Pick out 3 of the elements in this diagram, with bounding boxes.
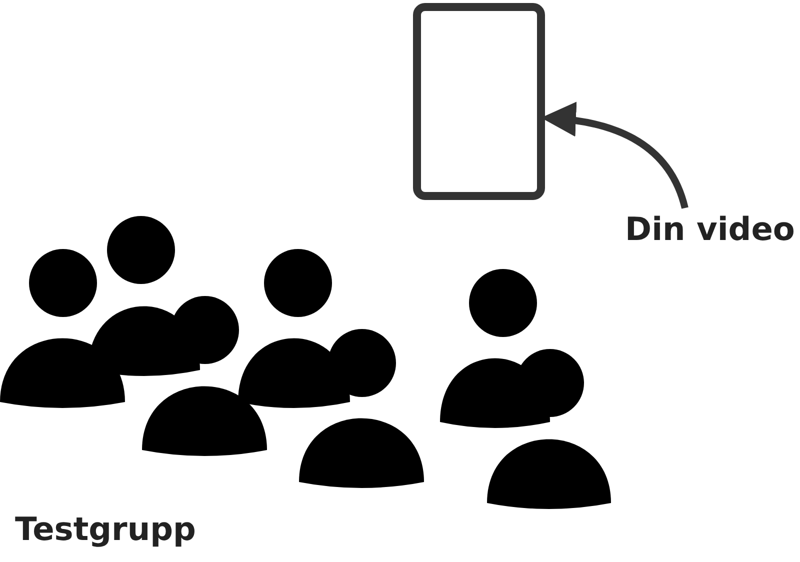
screen-frame xyxy=(413,3,545,200)
caption-text: Din video xyxy=(625,210,795,248)
group-label: Testgrupp xyxy=(15,510,196,548)
